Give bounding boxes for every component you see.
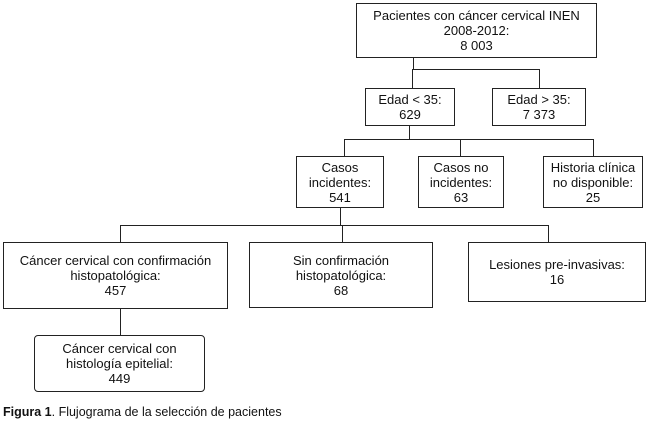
connector-histology-branch <box>120 225 549 226</box>
connector-to-non-incident <box>460 139 461 156</box>
age-old-box: Edad > 35: 7 373 <box>492 88 586 126</box>
preinvasive-box: Lesiones pre-invasivas: 16 <box>468 242 646 302</box>
epithelial-box: Cáncer cervical con histología epitelial… <box>34 335 205 392</box>
confirmed-box: Cáncer cervical con confirmación histopa… <box>3 242 228 309</box>
root-line1: Pacientes con cáncer cervical INEN <box>373 8 580 23</box>
root-value: 8 003 <box>460 38 493 53</box>
age-young-box: Edad < 35: 629 <box>365 88 455 126</box>
unconfirmed-line1: Sin confirmación <box>292 252 390 268</box>
connector-root-down <box>413 57 414 69</box>
no-record-box: Historia clínica no disponible: 25 <box>543 156 643 208</box>
non-incident-line1: Casos no <box>433 159 489 175</box>
incident-box: Casos incidentes: 541 <box>296 156 384 208</box>
epithelial-line1: Cáncer cervical con <box>62 341 177 356</box>
no-record-line1: Historia clínica <box>550 159 636 175</box>
incident-value: 541 <box>329 189 351 205</box>
root-box: Pacientes con cáncer cervical INEN 2008-… <box>356 3 597 58</box>
caption-text: . Flujograma de la selección de paciente… <box>51 405 282 419</box>
unconfirmed-value: 68 <box>333 282 349 298</box>
connector-incident-down <box>340 207 341 225</box>
connector-confirmed-down <box>120 308 121 335</box>
age-young-label: Edad < 35: <box>378 92 442 107</box>
confirmed-value: 457 <box>104 283 127 298</box>
confirmed-line2: histopatológica: <box>70 268 161 283</box>
age-young-value: 629 <box>399 107 421 122</box>
non-incident-box: Casos no incidentes: 63 <box>418 156 504 208</box>
connector-to-age-young <box>412 69 413 88</box>
connector-age-branch <box>412 69 540 70</box>
incident-line1: Casos <box>321 159 359 175</box>
connector-to-incident <box>344 139 345 156</box>
connector-to-preinvasive <box>548 225 549 242</box>
caption-label: Figura 1 <box>3 405 52 419</box>
figure-caption: Figura 1. Flujograma de la selección de … <box>3 405 282 419</box>
unconfirmed-box: Sin confirmación histopatológica: 68 <box>249 242 433 308</box>
connector-incidence-branch <box>344 139 594 140</box>
non-incident-line2: incidentes: <box>429 174 493 190</box>
non-incident-value: 63 <box>453 189 469 205</box>
connector-to-no-record <box>593 139 594 156</box>
no-record-value: 25 <box>585 189 601 205</box>
age-old-value: 7 373 <box>522 107 556 122</box>
confirmed-line1: Cáncer cervical con confirmación <box>19 253 212 268</box>
epithelial-value: 449 <box>108 371 131 386</box>
no-record-line2: no disponible: <box>552 174 634 190</box>
unconfirmed-line2: histopatológica: <box>295 267 387 283</box>
connector-to-confirmed <box>120 225 121 242</box>
preinvasive-value: 16 <box>549 272 565 287</box>
connector-age-young-down <box>409 125 410 139</box>
root-line2: 2008-2012: <box>443 23 510 38</box>
preinvasive-line1: Lesiones pre-invasivas: <box>489 257 625 272</box>
connector-to-age-old <box>539 69 540 88</box>
incident-line2: incidentes: <box>308 174 372 190</box>
age-old-label: Edad > 35: <box>507 92 571 107</box>
epithelial-line2: histología epitelial: <box>66 356 173 371</box>
connector-to-unconfirmed <box>342 225 343 242</box>
